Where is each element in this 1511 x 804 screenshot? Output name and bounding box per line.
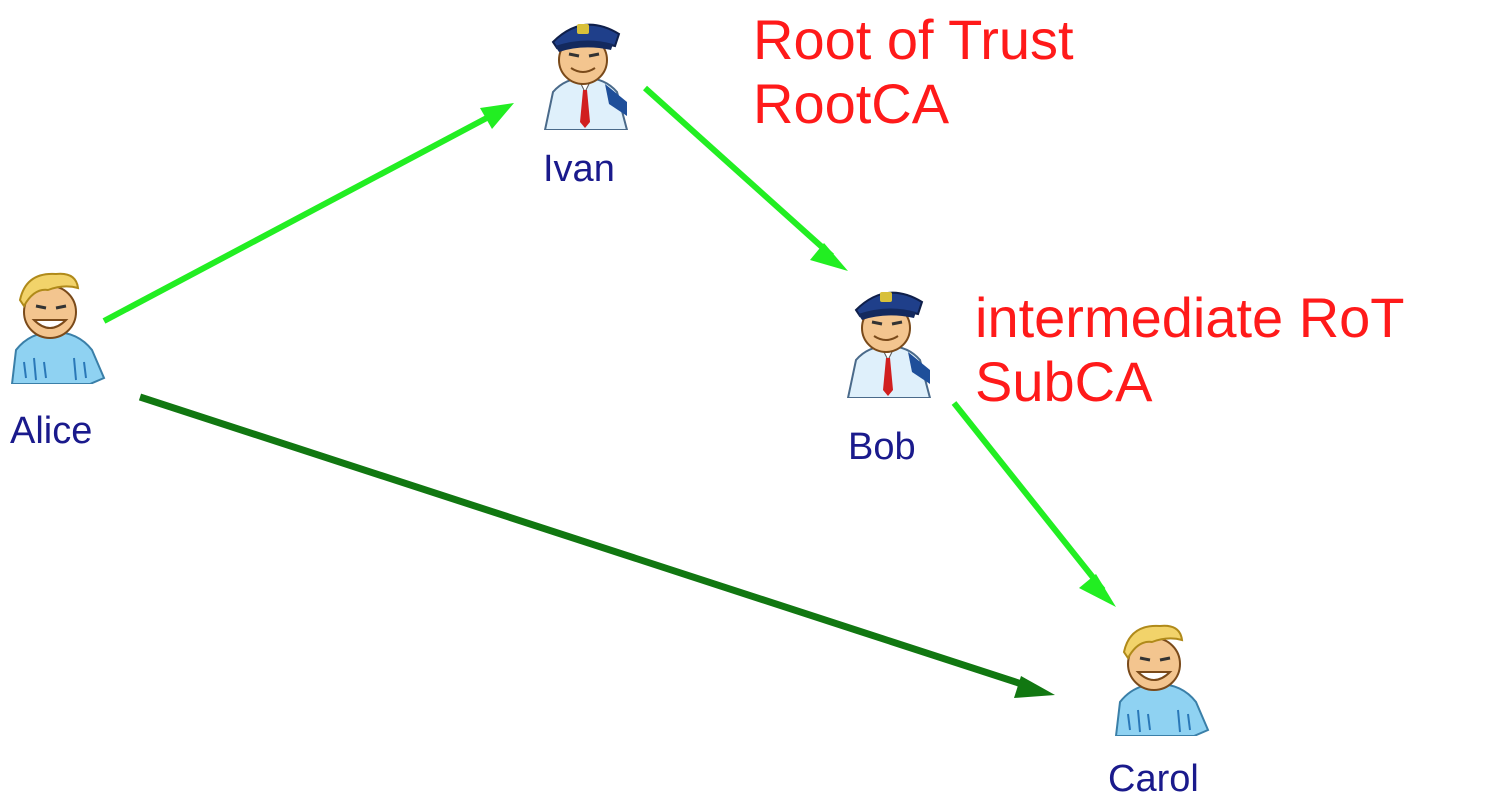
node-label-bob: Bob	[848, 426, 916, 468]
arrowhead-ivan-to-bob	[810, 243, 848, 271]
arrowhead-alice-to-carol	[1014, 676, 1055, 698]
arrowhead-alice-to-ivan	[480, 103, 514, 129]
officer-icon-bob	[846, 291, 932, 398]
user-icon-carol	[1114, 624, 1210, 736]
annotation-root-line1: Root of Trust	[753, 8, 1074, 71]
node-label-carol: Carol	[1108, 758, 1199, 800]
annotation-intermediate-rot: intermediate RoT SubCA	[975, 286, 1405, 414]
annotation-root-line2: RootCA	[753, 72, 950, 135]
annotation-intermediate-line1: intermediate RoT	[975, 286, 1405, 349]
officer-icon-ivan	[543, 23, 629, 130]
user-icon-alice	[10, 272, 106, 384]
arrow-alice-to-carol	[138, 393, 1036, 692]
annotation-root-of-trust: Root of Trust RootCA	[753, 8, 1074, 136]
arrow-ivan-to-bob	[642, 85, 835, 259]
node-label-alice: Alice	[10, 410, 93, 452]
arrow-alice-to-ivan	[102, 109, 500, 324]
arrow-bob-to-carol	[951, 401, 1106, 592]
node-label-ivan: Ivan	[543, 148, 615, 190]
arrowhead-bob-to-carol	[1079, 574, 1116, 607]
annotation-intermediate-line2: SubCA	[975, 350, 1153, 413]
